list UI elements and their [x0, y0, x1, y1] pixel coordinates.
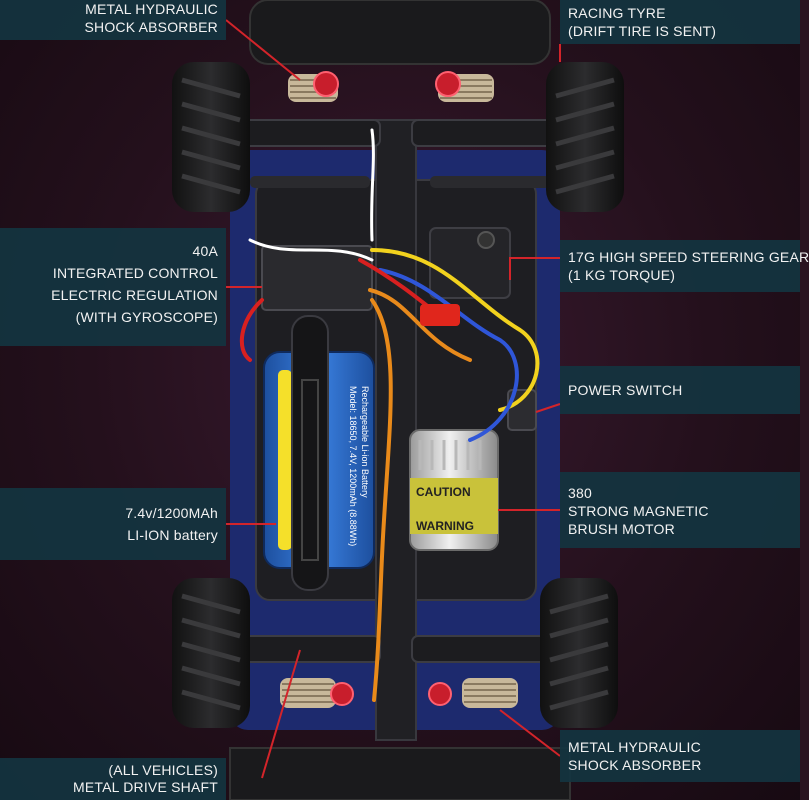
label-front-shock: METAL HYDRAULIC SHOCK ABSORBER	[0, 0, 226, 40]
rear-bumper	[229, 747, 571, 800]
label-line: 40A	[192, 243, 218, 259]
label-line: SHOCK ABSORBER	[84, 19, 218, 35]
motor	[409, 429, 499, 551]
label-steering-gear: 17G HIGH SPEED STEERING GEAR (1 KG TORQU…	[560, 240, 809, 292]
tyre-rear-right	[540, 578, 618, 728]
label-drive-shaft: (ALL VEHICLES) METAL DRIVE SHAFT	[0, 758, 226, 800]
label-line: SHOCK ABSORBER	[568, 757, 702, 773]
label-line: INTEGRATED CONTROL	[52, 265, 218, 281]
label-line: METAL HYDRAULIC	[568, 739, 701, 755]
tyre-front-right	[546, 62, 624, 212]
battery-print-type: Rechargeable Li-ion Battery	[360, 386, 370, 498]
leader-lines	[225, 19, 561, 779]
front-arm-left	[239, 119, 381, 147]
label-line: POWER SWITCH	[568, 382, 683, 398]
rear-arm-left	[239, 635, 381, 663]
esc-board	[261, 245, 373, 311]
label-line: LI-ION battery	[127, 527, 218, 543]
battery-strap	[291, 315, 329, 591]
label-line: (ALL VEHICLES)	[108, 762, 218, 778]
motor-print-warning: WARNING	[416, 519, 474, 533]
connector	[420, 304, 460, 326]
label-line: RACING TYRE	[568, 5, 666, 21]
label-control: 40A INTEGRATED CONTROL ELECTRIC REGULATI…	[0, 228, 226, 346]
label-line: (WITH GYROSCOPE)	[75, 309, 218, 325]
label-motor: 380 STRONG MAGNETIC BRUSH MOTOR	[560, 472, 800, 548]
front-link-right	[430, 176, 550, 188]
label-line: METAL DRIVE SHAFT	[73, 779, 218, 795]
battery-print-model: Model: 18650, 7.4V, 1200mAh (8.88Wh)	[348, 386, 358, 546]
label-line: 17G HIGH SPEED STEERING GEAR	[568, 249, 809, 265]
rear-shock-right	[428, 678, 518, 708]
motor-print-caution: CAUTION	[416, 485, 471, 499]
label-line: METAL HYDRAULIC	[85, 1, 218, 17]
label-line: 380	[568, 485, 592, 501]
label-line: (DRIFT TIRE IS SENT)	[568, 23, 717, 39]
front-shock-right	[435, 71, 494, 102]
tyre-rear-left	[172, 578, 250, 728]
label-battery: 7.4v/1200MAh LI-ION battery	[0, 488, 226, 560]
steering-servo	[429, 227, 511, 299]
front-bumper	[249, 0, 551, 65]
rear-arm-right	[411, 635, 553, 663]
label-line: BRUSH MOTOR	[568, 521, 675, 537]
chassis-rail	[375, 119, 417, 741]
front-link-left	[250, 176, 370, 188]
label-racing-tyre: RACING TYRE (DRIFT TIRE IS SENT)	[560, 0, 800, 44]
label-line: 7.4v/1200MAh	[125, 505, 218, 521]
label-line: STRONG MAGNETIC	[568, 503, 709, 519]
label-line: ELECTRIC REGULATION	[51, 287, 218, 303]
rear-shock-left	[280, 678, 354, 708]
tyre-front-left	[172, 62, 250, 212]
front-shock-left	[288, 71, 339, 102]
label-rear-shock: METAL HYDRAULIC SHOCK ABSORBER	[560, 730, 800, 782]
label-line: (1 KG TORQUE)	[568, 267, 676, 283]
label-power-switch: POWER SWITCH	[560, 366, 800, 414]
battery-strap-slot	[301, 379, 319, 561]
servo-horn	[477, 231, 495, 249]
front-arm-right	[411, 119, 553, 147]
